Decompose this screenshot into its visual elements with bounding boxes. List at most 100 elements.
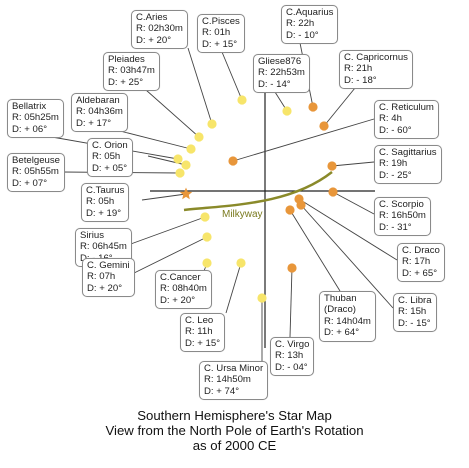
star-marker-libra — [296, 200, 306, 210]
star-label-line: D: - 10° — [286, 29, 319, 41]
star-label-line: R: 15h — [398, 306, 427, 318]
star-map-canvas — [51, 42, 398, 361]
star-marker-aquarius — [308, 102, 318, 112]
star-label-line: D: + 74° — [204, 385, 240, 397]
leader-line-gemini — [127, 236, 208, 277]
star-marker-gemini — [202, 232, 212, 242]
star-label-line: Betelgeuse — [12, 155, 61, 166]
star-label-line: D: + 20° — [87, 282, 123, 294]
star-label-line: R: 13h — [275, 350, 304, 362]
star-marker-sagittarius — [327, 161, 337, 171]
milky-way-path — [183, 171, 333, 212]
star-label-line: R: 05h25m — [12, 112, 59, 124]
star-label-line: D: + 15° — [185, 337, 221, 349]
star-label-line: R: 22h — [286, 18, 315, 30]
star-label-line: C. Libra — [398, 295, 432, 306]
leader-line-leo — [225, 262, 242, 314]
leader-lines — [51, 42, 398, 361]
star-label-line: D: - 60° — [379, 124, 412, 136]
star-marker-thuban — [285, 205, 295, 215]
star-label-line: D: + 19° — [86, 207, 122, 219]
star-label-line: R: 14h50m — [204, 374, 251, 386]
star-label-line: R: 05h — [92, 151, 121, 163]
leader-line-pisces — [221, 51, 243, 101]
star-label-line: Sirius — [80, 230, 104, 241]
star-label-line: C. Gemini — [87, 260, 130, 271]
star-label-line: (Draco) — [324, 304, 356, 316]
star-label-line: C.Taurus — [86, 185, 125, 196]
star-label-line: C. Orion — [92, 140, 128, 151]
leader-line-aldebaran — [119, 130, 192, 150]
star-label-line: C. Reticulum — [379, 102, 434, 113]
star-label-line: D: + 25° — [108, 76, 144, 88]
star-label-line: D: + 06° — [12, 123, 48, 135]
star-label-line: R: 22h53m — [258, 67, 305, 79]
caption-line-2: View from the North Pole of Earth's Rota… — [105, 423, 364, 438]
leader-line-reticulum — [232, 118, 375, 162]
star-label-line: R: 02h30m — [136, 23, 183, 35]
star-label-line: D: + 05° — [92, 162, 128, 174]
star-marker-reticulum — [228, 156, 238, 166]
star-label-line: R: 17h — [402, 256, 431, 268]
star-label-line: R: 11h — [185, 326, 213, 338]
star-label-line: R: 05h55m — [12, 166, 59, 178]
star-label-line: Gliese876 — [258, 56, 302, 67]
star-label-line: D: - 14° — [258, 78, 291, 90]
star-marker-ursaminor — [257, 293, 267, 303]
star-label-line: C.Aquarius — [286, 7, 334, 18]
star-marker-capricornus — [319, 121, 329, 131]
star-label-line: D: - 31° — [379, 221, 412, 233]
star-label-line: R: 21h — [344, 63, 373, 75]
star-label-line: D: + 07° — [12, 177, 48, 189]
star-label-line: R: 08h40m — [160, 283, 207, 295]
star-label-line: Pleiades — [108, 54, 145, 65]
star-label-line: D: - 15° — [398, 317, 431, 329]
star-label-line: R: 16h50m — [379, 210, 426, 222]
star-marker-aries — [207, 119, 217, 129]
star-marker-bellatrix — [173, 154, 183, 164]
leader-line-taurus — [141, 193, 187, 201]
star-marker-virgo — [287, 263, 297, 273]
star-marker-betelgeuse — [175, 168, 185, 178]
star-label-line: C. Ursa Minor — [204, 363, 264, 374]
leader-line-sirius — [127, 216, 206, 246]
leader-line-scorpio — [332, 191, 375, 215]
star-marker-scorpio — [328, 187, 338, 197]
star-label-line: C.Cancer — [160, 272, 201, 283]
star-label-line: D: + 65° — [402, 267, 438, 279]
star-label-line: C. Virgo — [275, 339, 310, 350]
star-label-line: D: + 17° — [76, 117, 112, 129]
star-label-line: R: 01h — [202, 27, 231, 39]
star-marker-cancer — [202, 258, 212, 268]
leader-line-sagittarius — [331, 161, 375, 167]
caption-line-1: Southern Hemisphere's Star Map — [137, 408, 332, 423]
star-label-line: C.Aries — [136, 12, 168, 23]
star-label-line: R: 4h — [379, 113, 402, 125]
star-label-line: Aldebaran — [76, 95, 120, 106]
star-label-line: D: - 04° — [275, 361, 308, 373]
star-marker-taurus — [179, 187, 193, 200]
star-label-line: C.Pisces — [202, 16, 240, 27]
leader-line-virgo — [289, 267, 293, 338]
leader-line-libra — [300, 204, 394, 309]
star-marker-gliese876 — [282, 106, 292, 116]
star-label-line: D: - 25° — [379, 169, 412, 181]
star-label-line: Thuban — [324, 293, 357, 304]
star-label-line: R: 03h47m — [108, 65, 155, 77]
star-label-line: D: + 20° — [160, 294, 196, 306]
star-label-line: C. Leo — [185, 315, 214, 326]
